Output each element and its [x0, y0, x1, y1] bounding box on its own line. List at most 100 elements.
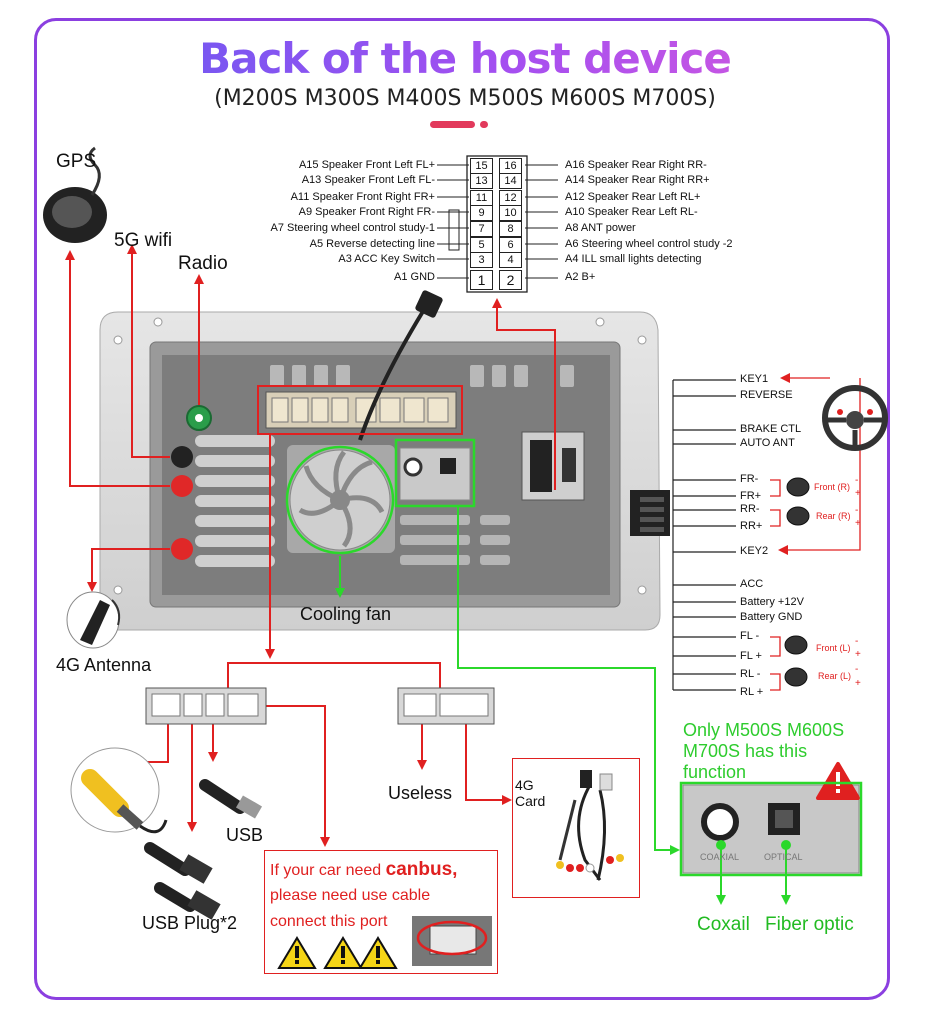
pin-number-right: 14 — [499, 173, 522, 189]
antenna-4g-label: 4G Antenna — [56, 655, 152, 675]
pin-label-left: A11 Speaker Front Right FR+ — [290, 191, 435, 203]
wire-rr-minus: RR- — [740, 503, 760, 515]
wire-acc: ACC — [740, 578, 764, 590]
card-4g-cable-image — [556, 770, 624, 881]
usb-plug-label: USB Plug*2 — [142, 913, 238, 933]
host-device-body — [99, 311, 661, 631]
iso-connector-diagram — [437, 155, 558, 293]
wire-fr-plus: FR+ — [740, 490, 762, 502]
wire-rr-plus: RR+ — [740, 520, 763, 532]
function-note-line-3: function — [683, 762, 747, 782]
pin-label-right: A2 B+ — [565, 271, 596, 283]
usb-label: USB — [226, 825, 264, 845]
outer-frame — [34, 18, 890, 1000]
speaker-rear-l-plus: + — [855, 678, 861, 689]
pin-number-right: 4 — [499, 252, 522, 268]
pin-label-right: A8 ANT power — [565, 222, 636, 234]
fiber-optic-label: Fiber optic — [765, 914, 854, 935]
wire-auto-ant: AUTO ANT — [740, 437, 795, 449]
pin-label-left: A5 Reverse detecting line — [309, 238, 435, 250]
card-4g-label-1: 4G — [515, 777, 534, 793]
wire-key1: KEY1 — [740, 373, 769, 385]
pin-number-left: 11 — [470, 190, 493, 206]
pin-label-right: A4 ILL small lights detecting — [565, 253, 702, 265]
pin-number-right: 12 — [499, 190, 522, 206]
speaker-rear-r-minus: - — [855, 505, 859, 516]
pin-number-right: 2 — [499, 270, 522, 290]
optical-port-text: OPTICAL — [764, 852, 803, 862]
wire-battery-12v: Battery +12V — [740, 596, 804, 608]
speaker-front-l-label: Front (L) — [816, 643, 851, 653]
pin-label-right: A10 Speaker Rear Left RL- — [565, 206, 698, 218]
speaker-front-r-minus: - — [855, 475, 859, 486]
card-4g-label-2: Card — [515, 793, 546, 809]
pin-label-left: A3 ACC Key Switch — [338, 253, 435, 265]
speaker-rear-r-plus: + — [855, 518, 861, 529]
canbus-line-1: If your car need canbus, — [270, 859, 458, 880]
pin-number-left: 13 — [470, 173, 493, 189]
pin-number-left: 5 — [470, 237, 493, 253]
speaker-rear-l-minus: - — [855, 664, 859, 675]
useless-label: Useless — [388, 783, 453, 803]
speaker-front-r-plus: + — [855, 488, 861, 499]
usb-plug-image — [144, 842, 221, 920]
title-dash — [430, 121, 475, 128]
wire-harness — [630, 373, 888, 691]
pin-number-left: 7 — [470, 221, 493, 237]
speaker-rear-r-label: Rear (R) — [816, 511, 851, 521]
wire-brake: BRAKE CTL — [740, 423, 802, 435]
canbus-line-3: connect this port — [270, 913, 388, 930]
pin-number-right: 6 — [499, 237, 522, 253]
coaxial-port-text: COAXIAL — [700, 852, 740, 862]
antenna-4g-image — [66, 591, 121, 649]
wire-fl-plus: FL + — [740, 650, 762, 662]
pin-number-left: 1 — [470, 270, 493, 290]
canbus-warning-icons — [277, 936, 398, 969]
radio-label: Radio — [178, 253, 228, 274]
pin-number-left: 9 — [470, 205, 493, 221]
pin-number-right: 10 — [499, 205, 522, 221]
pin-label-left: A9 Speaker Front Right FR- — [298, 206, 435, 218]
pin-label-left: A15 Speaker Front Left FL+ — [298, 159, 435, 171]
canbus-connector-image — [412, 916, 492, 966]
pin-label-right: A14 Speaker Rear Right RR+ — [565, 174, 710, 186]
page-title: Back of the host device — [0, 34, 930, 83]
pin-number-left: 15 — [470, 158, 493, 174]
wire-reverse: REVERSE — [740, 389, 793, 401]
page-subtitle: (M200S M300S M400S M500S M600S M700S) — [214, 86, 716, 111]
pin-label-left: A13 Speaker Front Left FL- — [301, 174, 435, 186]
wire-rl-plus: RL + — [740, 686, 764, 698]
coaxial-label: Coxail — [697, 914, 750, 935]
pin-number-right: 16 — [499, 158, 522, 174]
pin-label-right: A16 Speaker Rear Right RR- — [565, 159, 707, 171]
function-note-line-2: M700S has this — [683, 741, 808, 761]
gps-label: GPS — [56, 151, 97, 172]
wire-key2: KEY2 — [740, 545, 769, 557]
canbus-note-box — [264, 850, 498, 974]
usb-cable-image — [199, 779, 263, 819]
canbus-line-2: please need use cable — [270, 887, 431, 904]
wire-fl-minus: FL - — [740, 630, 760, 642]
wifi-label: 5G wifi — [114, 230, 173, 251]
wire-battery-gnd: Battery GND — [740, 611, 803, 623]
cooling-fan-label: Cooling fan — [300, 604, 392, 624]
pin-label-right: A6 Steering wheel control study -2 — [565, 238, 733, 250]
speaker-rear-l-label: Rear (L) — [818, 671, 852, 681]
gps-antenna-image — [43, 146, 107, 243]
speaker-front-r-label: Front (R) — [814, 482, 850, 492]
speaker-front-l-plus: + — [855, 649, 861, 660]
wire-fr-minus: FR- — [740, 473, 759, 485]
pin-number-right: 8 — [499, 221, 522, 237]
card-4g-box — [512, 758, 640, 898]
pin-label-right: A12 Speaker Rear Left RL+ — [565, 191, 701, 203]
wire-rl-minus: RL - — [740, 668, 761, 680]
speaker-front-l-minus: - — [855, 636, 859, 647]
audio-port-inset — [682, 762, 860, 905]
pin-label-left: A1 GND — [394, 271, 435, 283]
title-dot — [480, 121, 488, 128]
pin-number-left: 3 — [470, 252, 493, 268]
function-note-line-1: Only M500S M600S — [683, 720, 845, 740]
pin-label-left: A7 Steering wheel control study-1 — [270, 222, 435, 234]
rca-plug-image — [70, 747, 168, 834]
